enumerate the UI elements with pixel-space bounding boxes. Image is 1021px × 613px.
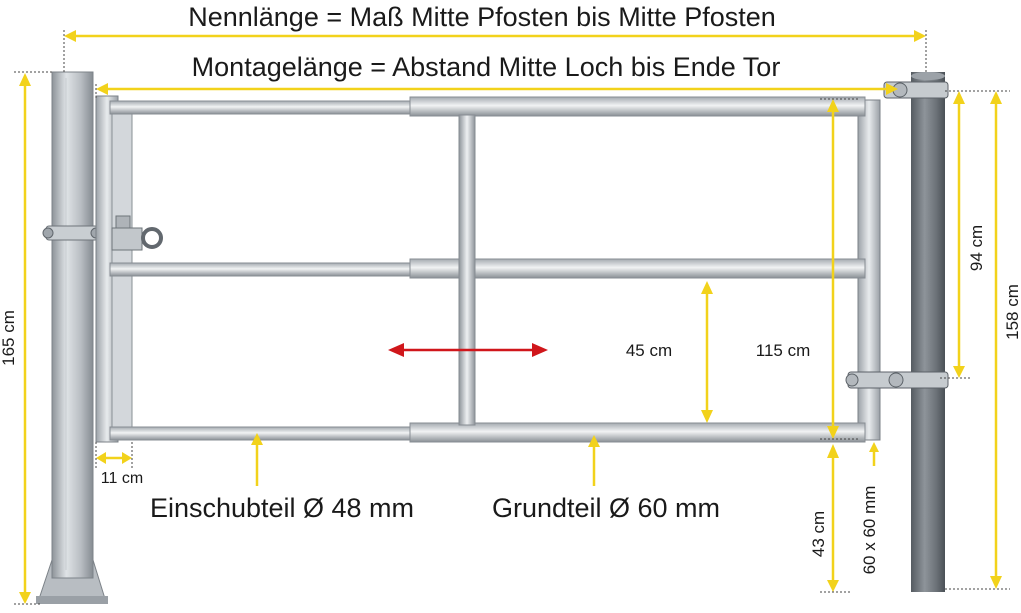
nominal-length-label: Nennlänge = Maß Mitte Pfosten bis Mitte … — [188, 2, 776, 32]
hinge-spacing-label: 94 cm — [967, 225, 986, 271]
frame-offset-label: 11 cm — [101, 470, 143, 487]
base-part-label: Grundteil Ø 60 mm — [492, 493, 720, 523]
hinge-top — [883, 81, 949, 99]
post-section-label: 60 x 60 mm — [860, 486, 879, 575]
rail-gap-label: 45 cm — [626, 341, 672, 360]
adjust-arrow — [388, 343, 548, 357]
hinge-bottom — [845, 371, 949, 389]
post-height-right-label: 158 cm — [1003, 284, 1021, 340]
latch-eye — [111, 215, 163, 251]
gate-height-label: 115 cm — [756, 341, 811, 360]
right-post — [911, 72, 945, 592]
insert-part-label: Einschubteil Ø 48 mm — [150, 493, 414, 523]
mounting-length-label: Montagelänge = Abstand Mitte Loch bis En… — [192, 52, 781, 82]
dimension-lines — [19, 30, 1002, 604]
witness-lines — [14, 30, 1010, 605]
gate-frame — [95, 95, 881, 443]
left-post — [36, 71, 108, 604]
ground-clearance-label: 43 cm — [809, 511, 828, 557]
post-height-left-label: 165 cm — [0, 310, 18, 366]
left-post-clamp — [42, 225, 102, 241]
